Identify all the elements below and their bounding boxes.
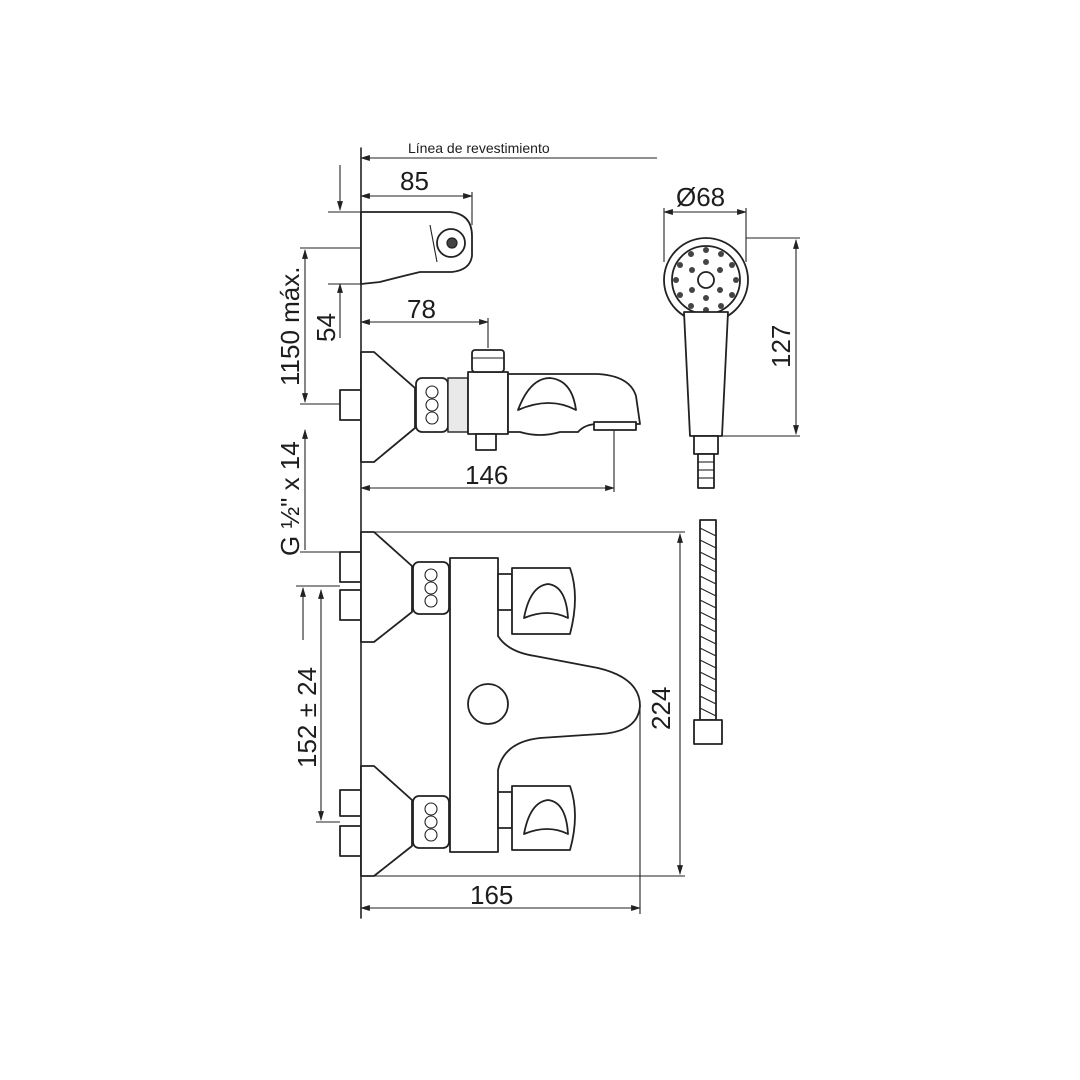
- dimension-85: 85: [360, 166, 473, 225]
- dimension-thread: G ½" x 14: [275, 429, 361, 556]
- hand-shower: [663, 237, 749, 489]
- dimension-1150: 1150 máx.: [275, 247, 361, 405]
- dimension-224: 224: [374, 531, 685, 877]
- dimension-152: 152 ± 24: [292, 585, 340, 823]
- dim-127-label: 127: [766, 325, 796, 368]
- dimension-146: 146: [360, 430, 615, 492]
- dimension-127: 127: [722, 237, 800, 437]
- shower-hose: [693, 519, 723, 745]
- shower-nozzles: [673, 247, 739, 313]
- dim-1150-label: 1150 máx.: [275, 267, 305, 386]
- cladding-line-label: Línea de revestimiento: [408, 140, 550, 156]
- dimension-165: 165: [360, 706, 641, 914]
- dim-54-label: 54: [311, 313, 341, 342]
- dim-165-label: 165: [470, 880, 513, 910]
- dimension-54: 54: [311, 283, 361, 342]
- shower-holder: [360, 211, 473, 285]
- cladding-line-dimension: Línea de revestimiento: [360, 140, 657, 161]
- dim-224-label: 224: [646, 687, 676, 730]
- dimension-d68: Ø68: [663, 182, 747, 262]
- dimension-78: 78: [360, 294, 489, 348]
- dim-d68-label: Ø68: [676, 182, 725, 212]
- dim-152-label: 152 ± 24: [292, 667, 322, 768]
- dim-thread-label: G ½" x 14: [275, 441, 305, 556]
- mixer-side-view: [339, 349, 641, 463]
- dim-146-label: 146: [465, 460, 508, 490]
- dim-78-label: 78: [407, 294, 436, 324]
- mixer-front-view: [339, 531, 641, 877]
- dim-85-label: 85: [400, 166, 429, 196]
